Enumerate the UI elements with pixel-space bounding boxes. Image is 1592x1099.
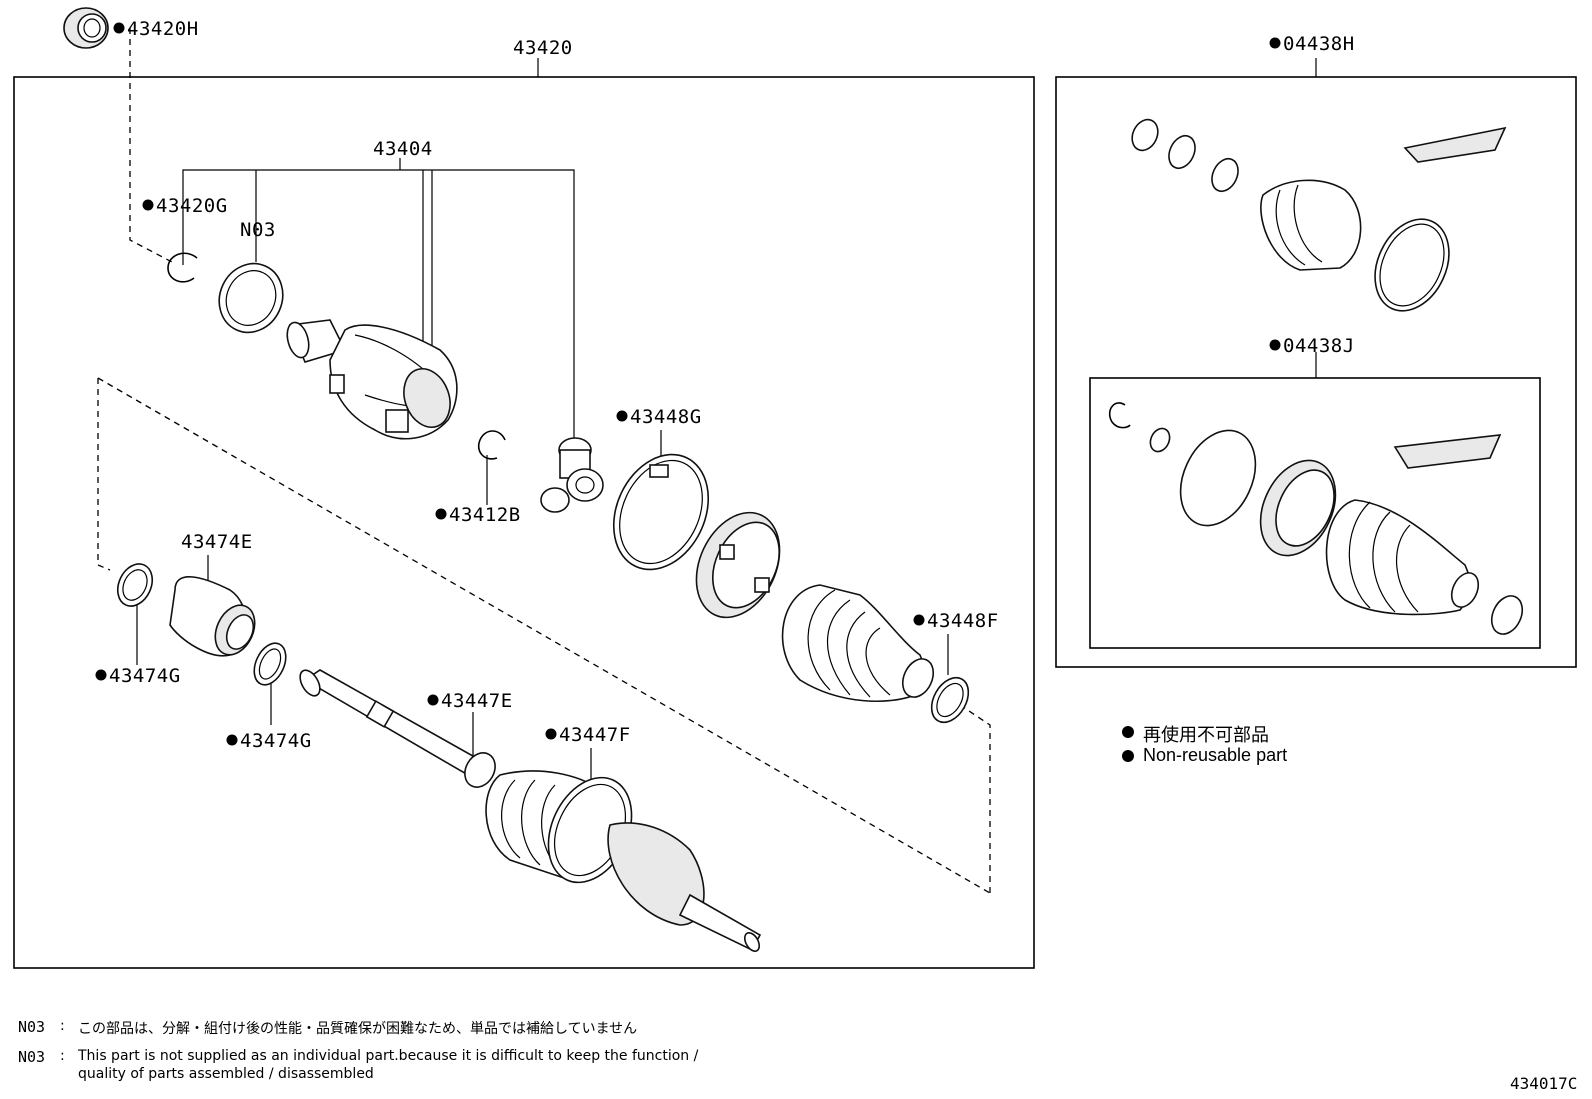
boot-kit-04438H	[1131, 118, 1507, 312]
label-43474G-a: 43474G	[109, 665, 181, 687]
main-assembly-frame	[13, 76, 1035, 969]
label-43420G: 43420G	[156, 195, 228, 217]
legend-en: Non-reusable part	[1143, 745, 1288, 765]
note-colon-2: :	[60, 1048, 65, 1064]
small-boot-clamp-43448F	[930, 676, 970, 724]
boot-kit-04438J	[1108, 402, 1524, 635]
legend-jp: 再使用不可部品	[1143, 725, 1269, 745]
dynamic-damper-43474E	[169, 576, 256, 657]
note-text-jp: この部品は、分解・組付け後の性能・品質確保が困難なため、単品では補給していません	[78, 1021, 638, 1037]
label-04438H: 04438H	[1283, 33, 1355, 55]
label-43448F: 43448F	[927, 610, 999, 632]
boot-kit-inner-frame	[1089, 377, 1541, 649]
label-04438J: 04438J	[1283, 335, 1355, 357]
clamp-43474G-upper	[116, 563, 154, 607]
label-43447F: 43447F	[559, 724, 631, 746]
note-text-en-1: This part is not supplied as an individu…	[78, 1048, 699, 1064]
label-43447E: 43447E	[441, 690, 513, 712]
label-43404: 43404	[373, 138, 433, 160]
inboard-joint-housing	[286, 319, 458, 440]
boot-adapter	[695, 511, 781, 619]
circlip-43412B	[478, 430, 506, 460]
outboard-joint	[464, 752, 762, 952]
label-43412B: 43412B	[449, 504, 521, 526]
note-text-en-2: quality of parts assembled / disassemble…	[78, 1066, 374, 1082]
drive-shaft	[299, 669, 482, 777]
clamp-43474G-lower	[253, 642, 287, 686]
label-43420H: 43420H	[127, 18, 199, 40]
seal-ring-N03	[218, 262, 284, 334]
large-boot-clamp	[612, 453, 710, 571]
label-43448G: 43448G	[630, 406, 702, 428]
dust-seal-43420H	[63, 7, 109, 49]
label-43420: 43420	[513, 37, 573, 59]
note-code-1: N03	[18, 1018, 46, 1036]
note-colon-1: :	[60, 1018, 65, 1034]
snap-ring-43420G	[167, 252, 198, 283]
tripod-spider	[540, 437, 604, 513]
label-43474G-b: 43474G	[240, 730, 312, 752]
label-N03: N03	[240, 219, 276, 241]
inner-boot-bellows	[781, 584, 935, 703]
label-43474E: 43474E	[181, 531, 253, 553]
note-code-2: N03	[18, 1048, 46, 1066]
figure-id: 434017C	[1510, 1074, 1578, 1093]
